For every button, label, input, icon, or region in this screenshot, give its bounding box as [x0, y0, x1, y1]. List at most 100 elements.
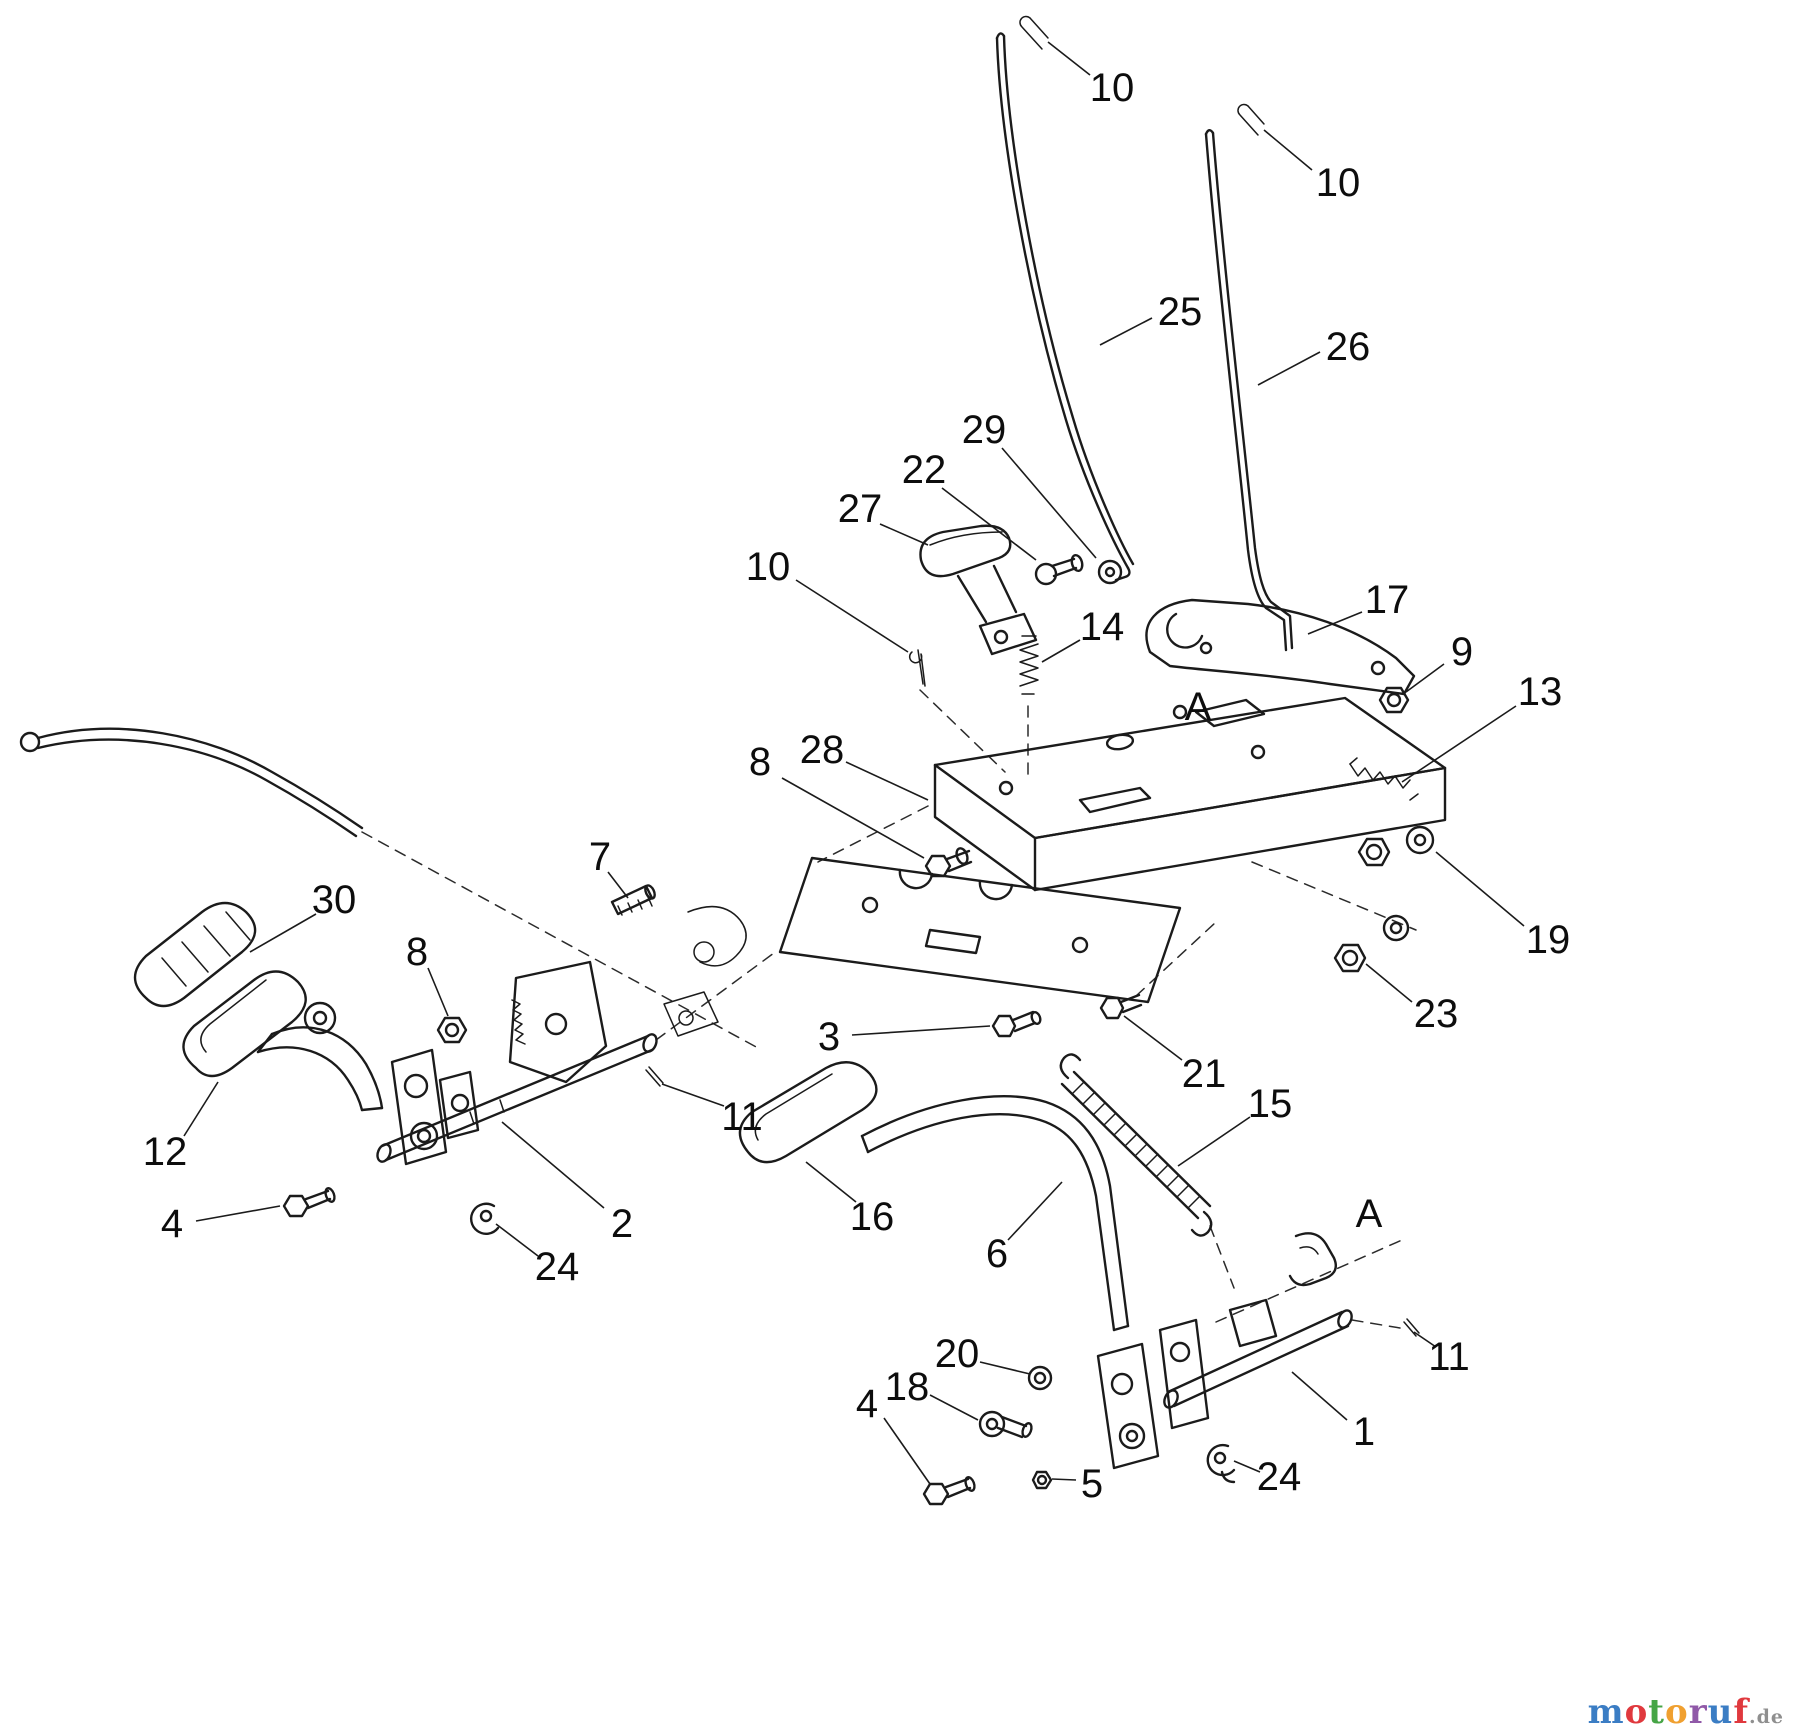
part-3-bolt	[991, 1010, 1042, 1038]
part-28-plate	[933, 696, 1447, 892]
callout-leader-lines	[183, 41, 1525, 1485]
callout-leader-15	[1177, 1116, 1251, 1167]
callout-leader-11	[661, 1083, 725, 1107]
callout-leader-14	[1041, 639, 1081, 663]
callout-leader-10	[1047, 41, 1091, 76]
callout-label-7: 7	[589, 835, 611, 879]
callout-label-4: 4	[161, 1202, 183, 1246]
callout-label-15: 15	[1248, 1082, 1293, 1126]
callout-leader-27	[879, 523, 929, 546]
part-cable	[19, 727, 364, 838]
part-14-spring	[1019, 635, 1039, 695]
callout-label-A: A	[1185, 685, 1212, 729]
watermark-logo[interactable]: motoruf.de	[1588, 1695, 1784, 1729]
callout-label-8: 8	[749, 740, 771, 784]
callout-label-6: 6	[986, 1232, 1008, 1276]
callout-leader-6	[1007, 1181, 1063, 1241]
part-27-lever-grip	[919, 524, 1038, 656]
watermark-letter: u	[1707, 1692, 1734, 1732]
part-21-bolt	[1099, 993, 1143, 1020]
callout-label-A: A	[1356, 1192, 1383, 1236]
callout-label-28: 28	[800, 728, 845, 772]
callout-leader-8	[427, 967, 449, 1017]
callout-leader-4	[195, 1205, 281, 1222]
part-11-pin	[1403, 1318, 1420, 1337]
part-26-rod	[1204, 129, 1294, 652]
watermark-letter: r	[1688, 1692, 1708, 1732]
callout-leader-17	[1307, 611, 1363, 635]
callout-leader-23	[1365, 963, 1413, 1003]
part-18-socket-bolt	[978, 1410, 1033, 1439]
part-4-bolt	[922, 1476, 976, 1506]
callout-leader-12	[183, 1081, 219, 1137]
part-13-spring	[1349, 757, 1419, 801]
watermark-letter: o	[1665, 1692, 1689, 1732]
callout-label-8: 8	[406, 930, 428, 974]
part-lower-plate	[778, 856, 1182, 1004]
callout-leader-3	[851, 1025, 991, 1036]
part-10-cotter-pin	[1019, 15, 1049, 50]
callout-label-23: 23	[1414, 992, 1459, 1036]
watermark-domain-suffix: .de	[1749, 1706, 1784, 1728]
callout-leader-18	[929, 1394, 979, 1421]
part-11-pin	[645, 1066, 664, 1087]
callout-leader-25	[1099, 317, 1153, 346]
callout-label-17: 17	[1365, 578, 1410, 622]
watermark-letter: t	[1648, 1692, 1666, 1732]
part-4-bolt	[282, 1187, 336, 1218]
callout-leader-4	[883, 1417, 931, 1485]
callout-leader-7	[607, 871, 629, 899]
callout-label-21: 21	[1182, 1052, 1227, 1096]
part-20-washer	[1027, 1365, 1053, 1391]
part-pivot-brackets	[390, 1048, 480, 1166]
callout-label-10: 10	[746, 545, 791, 589]
callout-label-2: 2	[611, 1202, 633, 1246]
callout-leader-21	[1123, 1015, 1183, 1061]
callout-label-5: 5	[1081, 1462, 1103, 1506]
part-16-pedal-pad	[738, 1061, 878, 1164]
callout-leader-19	[1435, 851, 1525, 927]
callout-label-3: 3	[818, 1015, 840, 1059]
callout-label-16: 16	[850, 1195, 895, 1239]
callout-leader-30	[249, 913, 317, 953]
callout-leader-2	[501, 1121, 605, 1209]
callout-label-19: 19	[1526, 918, 1571, 962]
part-22-shoulder-bolt	[1034, 553, 1084, 586]
callout-leader-24	[495, 1223, 539, 1257]
callout-label-14: 14	[1080, 605, 1125, 649]
callout-leader-10	[795, 579, 909, 653]
callout-label-4: 4	[856, 1382, 878, 1426]
part-24-e-clip	[1206, 1443, 1236, 1484]
callout-leader-9	[1405, 663, 1445, 693]
callout-leader-11	[1413, 1331, 1437, 1348]
callout-leader-5	[1051, 1478, 1077, 1481]
callout-leader-8	[781, 777, 925, 859]
callout-leader-10	[1263, 129, 1313, 171]
callout-label-11: 11	[721, 1095, 763, 1139]
callout-leader-24	[1233, 1460, 1261, 1473]
callout-label-10: 10	[1090, 66, 1135, 110]
callout-leader-26	[1257, 351, 1321, 386]
part-2-shaft	[376, 1033, 658, 1163]
part-24-e-clip	[469, 1202, 500, 1235]
part-23-nut-washer	[1333, 914, 1410, 973]
callout-leader-29	[1001, 447, 1097, 559]
watermark-letter: f	[1733, 1692, 1749, 1732]
callout-label-9: 9	[1451, 630, 1473, 674]
part-30-pedal-pad	[133, 901, 257, 1008]
callout-leader-28	[845, 761, 929, 801]
callout-label-18: 18	[885, 1365, 930, 1409]
part-hidden-latch	[663, 905, 747, 1037]
callout-leader-13	[1401, 705, 1517, 783]
part-10-cotter-pin	[908, 649, 926, 687]
part-8-nut	[436, 1016, 468, 1044]
part-25-rod	[995, 32, 1135, 582]
callout-label-25: 25	[1158, 290, 1203, 334]
callout-label-24: 24	[535, 1245, 580, 1289]
callout-label-13: 13	[1518, 670, 1563, 714]
construction-lines	[361, 689, 1417, 1329]
part-9-nut	[1378, 686, 1410, 714]
